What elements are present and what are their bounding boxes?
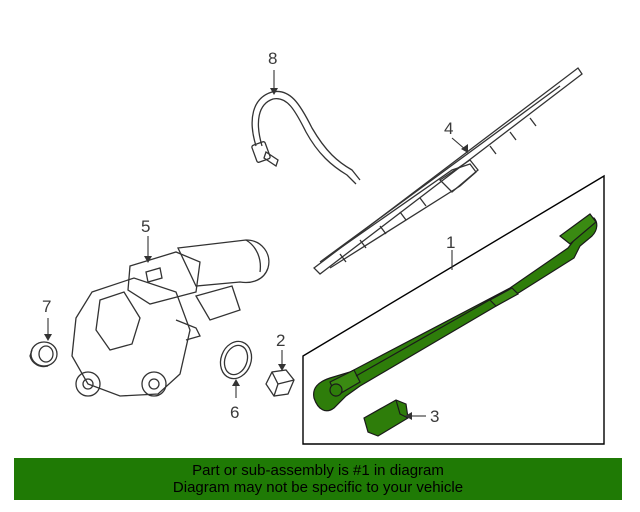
seal-ring-part[interactable] [215,337,256,383]
wiper-arm-part[interactable] [313,213,598,412]
washer-hose-part[interactable] [251,90,361,185]
callout-number-7: 7 [42,297,51,316]
banner-line-assembly-note: Part or sub-assembly is #1 in diagram [192,462,444,479]
callout-number-5: 5 [141,217,150,236]
nut-part[interactable] [265,369,295,397]
callout-number-8: 8 [268,49,277,68]
callout-number-4: 4 [444,119,453,138]
arm-cap-part[interactable] [363,399,409,437]
callout-number-2: 2 [276,331,285,350]
wiper-motor-part[interactable] [71,239,270,397]
wiper-blade-part[interactable] [313,67,583,275]
parts-diagram: 8 4 1 5 7 2 6 3 [29,49,605,445]
callout-number-1: 1 [446,233,455,252]
grommet-part[interactable] [29,341,58,368]
banner-line-disclaimer: Diagram may not be specific to your vehi… [172,479,464,496]
info-banner: Part or sub-assembly is #1 in diagram Di… [14,458,622,500]
callout-number-6: 6 [230,403,239,422]
callout-number-3: 3 [430,407,439,426]
leader-arrowheads [44,88,468,420]
assembly-callout-box [302,174,605,445]
